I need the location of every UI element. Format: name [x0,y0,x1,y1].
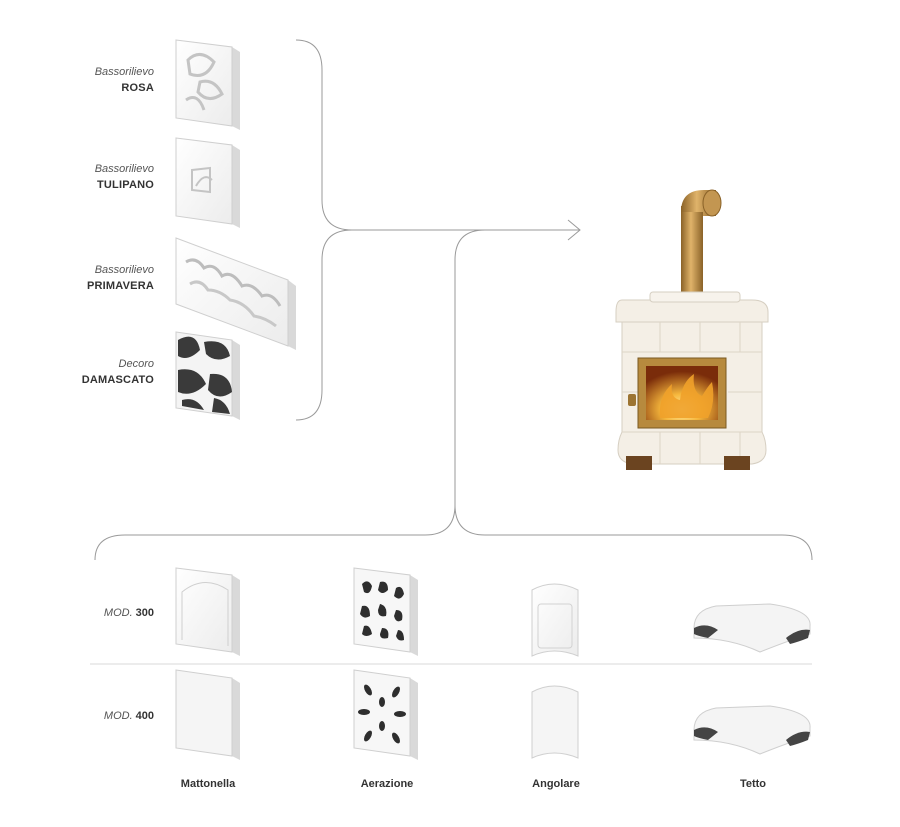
tile-rosa [175,39,240,130]
decoration-label-tulipano: Bassorilievo TULIPANO [20,161,154,193]
decoration-kind: Decoro [118,358,154,370]
decoration-name: DAMASCATO [81,374,154,386]
mod300-aerazione [353,567,418,656]
stove-top [615,299,769,323]
decoration-label-primavera: Bassorilievo PRIMAVERA [20,262,154,294]
column-label-tetto: Tetto [739,778,767,790]
column-label-aerazione: Aerazione [360,778,414,790]
decoration-kind: Bassorilievo [94,66,154,78]
tile-tulipano [175,137,240,228]
decoration-kind: Bassorilievo [94,264,154,276]
tile-primavera [175,237,296,350]
mod400-angolare [531,685,579,759]
left-bracket [295,39,353,421]
decoration-name: TULIPANO [96,179,154,191]
decoration-label-damascato: Decoro DAMASCATO [20,356,154,388]
mod400-tetto [693,705,811,755]
flue-pipe [681,206,703,298]
tile-damascato [175,331,240,420]
model-number: 400 [135,710,154,722]
model-prefix: MOD. [103,607,133,619]
mod300-angolare [531,583,579,657]
mod400-mattonella [175,669,240,760]
model-label-300: MOD.300 [60,607,154,619]
model-label-400: MOD.400 [60,710,154,722]
model-prefix: MOD. [103,710,133,722]
vertical-branch [94,229,486,561]
decoration-label-rosa: Bassorilievo ROSA [20,64,154,96]
stove-illustration [615,189,769,470]
model-number: 300 [135,607,154,619]
stove-foot-right [724,456,750,470]
mod400-aerazione [353,669,418,760]
decoration-kind: Bassorilievo [94,163,154,175]
column-label-angolare: Angolare [532,778,580,790]
arrow-head [567,219,581,241]
column-label-mattonella: Mattonella [180,778,236,790]
flame [659,374,714,418]
mod300-mattonella [175,567,240,656]
mod300-tetto [693,603,811,653]
decoration-name: ROSA [121,82,154,94]
bottom-bracket [454,504,813,561]
connector-lines [90,39,813,665]
decoration-name: PRIMAVERA [87,280,154,292]
stove-foot-left [626,456,652,470]
